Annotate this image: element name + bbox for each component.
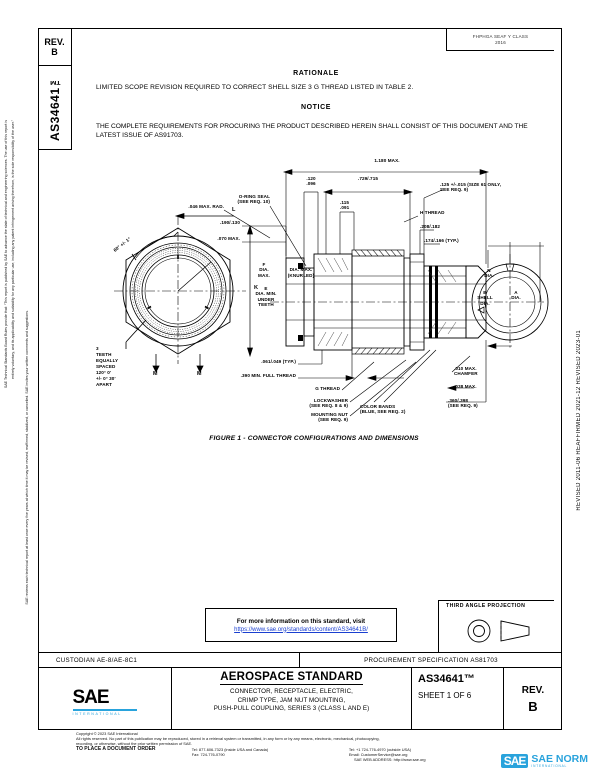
connector-drawing: 1.180 MAX. .120 .096 .729/.715 .125 +/-.…	[74, 150, 554, 460]
figure-caption: FIGURE 1 - CONNECTOR CONFIGURATIONS AND …	[209, 435, 419, 442]
spine-rev-label: REV.	[44, 36, 65, 47]
callout-lockwasher: LOCKWASHER (SEE REQ. 8 & 9)	[309, 398, 348, 409]
title-block: CUSTODIAN AE-8/AE-8C1 PROCUREMENT SPECIF…	[38, 652, 562, 730]
rationale-heading: RATIONALE	[293, 70, 339, 77]
callout-label-K: K	[254, 285, 259, 291]
sae-norm-logo-icon: SAE	[500, 754, 529, 768]
callout-label-M-right: M	[197, 371, 202, 377]
revision-label: REV.	[521, 684, 545, 696]
footer-rights-2: recording, or otherwise, without the pri…	[76, 741, 193, 746]
drawing-geometry	[114, 169, 549, 417]
callout-dim-125-015: .125 +/-.015 (SIZE 61 ONLY, SEE REQ. 9)	[440, 182, 502, 193]
document-number: AS34641™	[418, 673, 475, 685]
title-block-row-1: CUSTODIAN AE-8/AE-8C1 PROCUREMENT SPECIF…	[38, 653, 562, 668]
callout-dim-1180-max: 1.180 MAX.	[374, 158, 400, 163]
footer-tel-intl: Tel: +1 724-776-4970 (outside USA)	[348, 747, 411, 752]
drawing-frame	[38, 28, 562, 730]
projection-symbol-icon	[467, 619, 530, 643]
spine-legal-text: SAE Technical Standards Board Rules prov…	[2, 120, 36, 680]
callout-dim-208-182: .208/.182	[420, 224, 441, 229]
sae-logo-bar	[72, 709, 137, 711]
callout-label-D-dia-knurled: D DIA. MAX. (KNURLED)	[287, 262, 315, 278]
callout-chamfer: .010 MAX. CHAMFER	[454, 366, 478, 377]
more-information-box: For more information on this standard, v…	[205, 608, 397, 642]
info-box-heading: For more information on this standard, v…	[236, 617, 366, 625]
legal-line-3: SAE reviews each technical report at lea…	[25, 310, 29, 605]
sae-logo-cell: SAE INTERNATIONAL	[38, 668, 172, 730]
footer: Copyright © 2023 SAE International All r…	[76, 731, 496, 762]
callout-color-bands: COLOR BANDS (BLUE, SEE REQ. 2)	[360, 404, 406, 415]
footer-web-address: SAE WEB ADDRESS: http://www.sae.org	[354, 756, 426, 762]
legal-line-1: SAE Technical Standards Board Rules prov…	[4, 120, 8, 389]
spine-document-number-box: AS34641™	[38, 66, 72, 150]
spine-rev-value: B	[51, 46, 58, 57]
procurement-spec-field: PROCUREMENT SPECIFICATION AS81703	[364, 657, 498, 664]
callout-dim-070-max: .070 MAX.	[217, 236, 240, 241]
callout-g-thread: G THREAD	[315, 386, 340, 391]
sae-norm-watermark: SAE SAE NORM INTERNATIONAL	[500, 753, 588, 768]
notice-text: THE COMPLETE REQUIREMENTS FOR PROCURING …	[96, 123, 528, 139]
sae-logo-subtitle: INTERNATIONAL	[72, 712, 122, 716]
callout-dim-360-398: .360/.398 (SEE REQ. 9)	[448, 398, 478, 409]
footer-order-label: TO PLACE A DOCUMENT ORDER	[76, 746, 156, 752]
rationale-text: LIMITED SCOPE REVISION REQUIRED TO CORRE…	[96, 84, 414, 91]
callout-dim-390-min-thread: .390 MIN. FULL THREAD	[240, 373, 296, 378]
revision-value: B	[528, 698, 538, 714]
description-line-3: PUSH-PULL COUPLING, SERIES 3 (CLASS L AN…	[213, 705, 370, 712]
callout-dim-115-091: .115 .091	[340, 200, 350, 211]
revision-cell: REV. B	[504, 668, 562, 730]
aerospace-standard-heading: AEROSPACE STANDARD	[220, 671, 363, 685]
legal-line-2: entirely voluntary, and its applicabilit…	[11, 120, 15, 380]
callout-label-N-dia: N DIA.	[484, 268, 494, 279]
sae-norm-subtitle: INTERNATIONAL	[531, 764, 568, 768]
description-line-2: CRIMP TYPE, JAM NUT MOUNTING,	[237, 696, 346, 704]
callout-dim-038-max: .038 MAX.	[454, 384, 477, 389]
footer-rights-1: All rights reserved. No part of this pub…	[76, 736, 380, 741]
callout-label-F-dia-max: F DIA. MAX.	[258, 262, 270, 278]
footer-tel-us: Tel: 877-606-7323 (inside USA and Canada…	[191, 747, 269, 752]
callout-teeth-note: 3 TEETH EQUALLY SPACED 120° 0' +/- 0° 30…	[96, 346, 119, 387]
sae-norm-text: SAE NORM	[531, 753, 588, 765]
spine-revision-history: REVISED 2011-06 REAFFIRMED 2021-12 REVIS…	[576, 330, 582, 511]
callout-h-thread: H THREAD	[420, 210, 445, 215]
header-revision-box: FHPHGA SEAF Y CLASS 2016	[446, 29, 554, 51]
callout-dim-046-max-rad: .046 MAX. RAD.	[188, 204, 224, 209]
sae-logo-letters: SAE	[72, 687, 110, 708]
footer-fax-us: Fax: 724-776-0790	[191, 752, 225, 757]
standard-title-cell: AEROSPACE STANDARD CONNECTOR, RECEPTACLE…	[172, 668, 412, 730]
callout-label-A-dia: A DIA.	[511, 290, 521, 301]
callout-mounting-nut: MOUNTING NUT (SEE REQ. 9)	[311, 412, 348, 423]
description-line-1: CONNECTOR, RECEPTACLE, ELECTRIC,	[230, 688, 353, 695]
callout-label-B-shell-dia: B SHELL DIA.	[477, 290, 493, 306]
spine-revision-box: REV. B	[38, 28, 72, 66]
sheet-number: SHEET 1 OF 6	[418, 691, 472, 700]
custodian-field: CUSTODIAN AE-8/AE-8C1	[38, 653, 300, 668]
sae-logo-icon: SAE INTERNATIONAL	[72, 687, 137, 716]
footer-copyright: Copyright © 2023 SAE International	[76, 731, 138, 736]
callout-dim-190-130: .190/.130	[219, 220, 240, 225]
callout-dim-120-096: .120 .096	[306, 176, 316, 187]
standard-url-link[interactable]: https://www.sae.org/standards/content/AS…	[234, 626, 368, 633]
callout-label-E-dia-teeth: E DIA. MIN. UNDER TEETH	[255, 286, 277, 308]
callout-oring-seal: O-RING SEAL (SEE REQ. 10)	[237, 194, 270, 205]
footer-email: Email: CustomerService@sae.org	[348, 752, 408, 757]
callout-label-M-left: M	[153, 371, 158, 377]
callout-dim-061-049: .061/.049 (TYP.)	[261, 359, 296, 364]
standard-description: CONNECTOR, RECEPTACLE, ELECTRIC, CRIMP T…	[214, 688, 370, 714]
header-box-line2: 2016	[495, 39, 506, 45]
spine-document-number: AS34641™	[47, 73, 62, 142]
callout-dim-729-715: .729/.715	[357, 176, 379, 181]
callout-dim-174-166: .174/.166 (TYP.)	[424, 238, 459, 243]
third-angle-projection-label: THIRD ANGLE PROJECTION	[446, 603, 526, 609]
notice-heading: NOTICE	[300, 104, 332, 111]
callout-label-L: L	[232, 207, 236, 213]
third-angle-projection-box	[438, 600, 554, 652]
document-number-cell: AS34641™ SHEET 1 OF 6	[412, 668, 504, 730]
header-box-line1: FHPHGA SEAF Y CLASS	[472, 34, 529, 39]
